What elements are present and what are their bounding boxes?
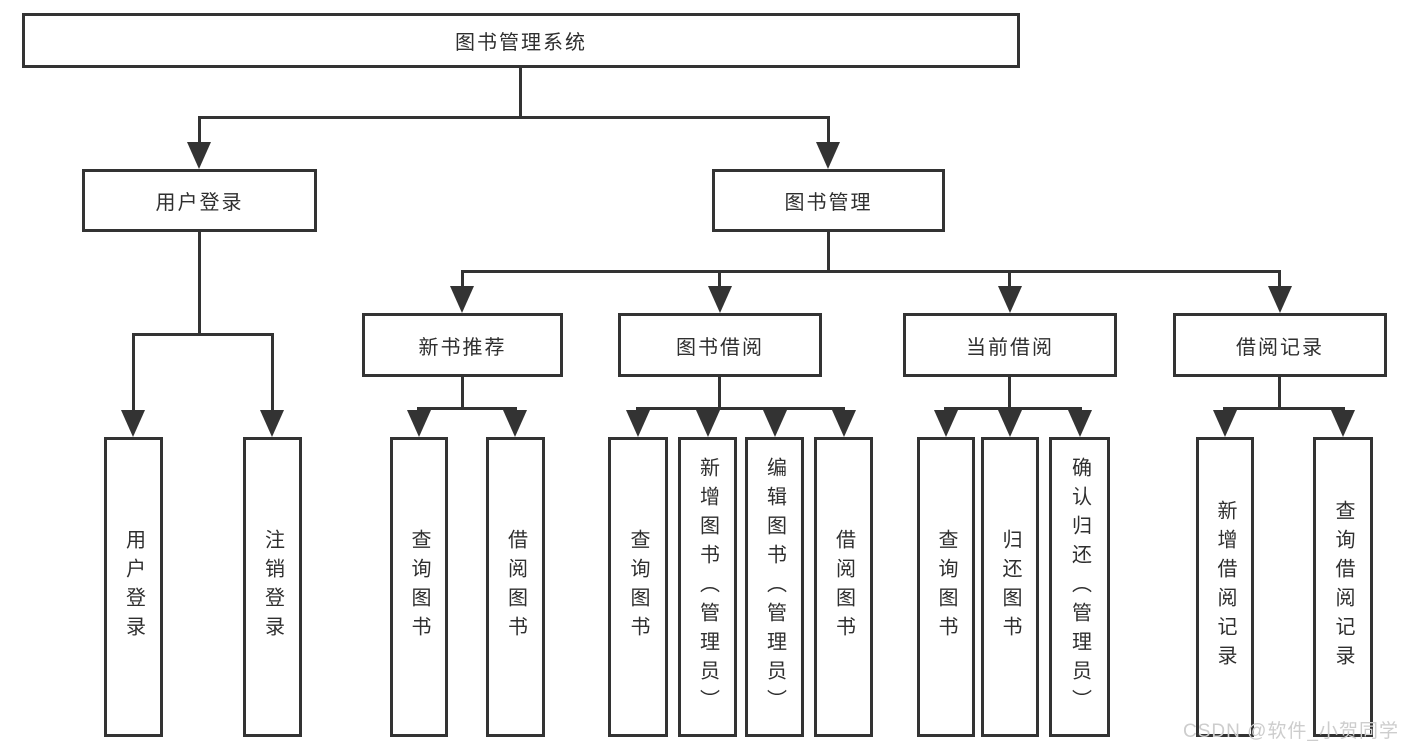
connector-arrow-down (260, 410, 284, 437)
connector-line (944, 407, 1082, 410)
leaf-current-confirm-return-admin-label: 确认归还（管理员） (1068, 456, 1091, 718)
leaf-recommend-query-books: 查询图书 (390, 437, 448, 737)
connector-line (198, 116, 201, 146)
leaf-borrowing-borrow-books: 借阅图书 (814, 437, 873, 737)
connector-line (718, 270, 721, 290)
leaf-user-login: 用户登录 (104, 437, 163, 737)
leaf-current-return-books-label: 归还图书 (999, 529, 1021, 645)
connector-arrow-down (696, 410, 720, 437)
connector-line (1008, 270, 1011, 290)
leaf-borrowing-query-books: 查询图书 (608, 437, 668, 737)
leaf-borrowing-edit-book-admin-label: 编辑图书（管理员） (763, 456, 786, 718)
connector-line (461, 377, 464, 410)
connector-line (417, 407, 517, 410)
leaf-borrowing-borrow-books-label: 借阅图书 (832, 529, 855, 645)
connector-arrow-down (934, 410, 958, 437)
connector-arrow-down (121, 410, 145, 437)
leaf-records-query-record: 查询借阅记录 (1313, 437, 1373, 737)
connector-line (198, 116, 830, 119)
connector-arrow-down (708, 286, 732, 313)
node-library-system-label: 图书管理系统 (455, 32, 587, 54)
leaf-current-return-books: 归还图书 (981, 437, 1039, 737)
leaf-current-confirm-return-admin: 确认归还（管理员） (1049, 437, 1110, 737)
connector-line (271, 333, 274, 413)
connector-line (1278, 377, 1281, 410)
connector-arrow-down (998, 410, 1022, 437)
node-book-borrowing-label: 图书借阅 (676, 336, 764, 359)
connector-line (1278, 270, 1281, 290)
node-borrowing-records-label: 借阅记录 (1236, 336, 1324, 359)
node-book-borrowing: 图书借阅 (618, 313, 822, 377)
leaf-recommend-borrow-books-label: 借阅图书 (504, 529, 527, 645)
node-book-management: 图书管理 (712, 169, 945, 232)
connector-line (519, 68, 522, 119)
connector-line (718, 377, 721, 410)
connector-arrow-down (1268, 286, 1292, 313)
connector-arrow-down (1331, 410, 1355, 437)
connector-arrow-down (626, 410, 650, 437)
connector-line (198, 232, 201, 336)
connector-arrow-down (832, 410, 856, 437)
connector-arrow-down (187, 142, 211, 169)
connector-arrow-down (450, 286, 474, 313)
node-borrowing-records: 借阅记录 (1173, 313, 1387, 377)
leaf-borrowing-query-books-label: 查询图书 (627, 529, 649, 645)
connector-line (461, 270, 1281, 273)
connector-line (636, 407, 845, 410)
node-user-login-label: 用户登录 (155, 192, 244, 214)
connector-line (132, 333, 135, 413)
connector-line (1008, 377, 1011, 410)
node-new-book-recommend-label: 新书推荐 (418, 336, 507, 359)
connector-arrow-down (763, 410, 787, 437)
connector-arrow-down (998, 286, 1022, 313)
leaf-recommend-borrow-books: 借阅图书 (486, 437, 545, 737)
node-book-management-label: 图书管理 (784, 192, 873, 214)
node-new-book-recommend: 新书推荐 (362, 313, 563, 377)
leaf-borrowing-add-book-admin-label: 新增图书（管理员） (696, 456, 719, 718)
connector-arrow-down (503, 410, 527, 437)
connector-arrow-down (407, 410, 431, 437)
connector-arrow-down (1213, 410, 1237, 437)
leaf-records-add-record-label: 新增借阅记录 (1214, 500, 1236, 674)
connector-line (827, 116, 830, 146)
connector-line (827, 232, 830, 273)
connector-line (132, 333, 274, 336)
leaf-borrowing-edit-book-admin: 编辑图书（管理员） (745, 437, 804, 737)
leaf-current-query-books-label: 查询图书 (935, 529, 957, 645)
csdn-watermark: CSDN @软件_小贺同学 (1183, 721, 1399, 742)
leaf-user-login-label: 用户登录 (122, 529, 145, 645)
leaf-records-add-record: 新增借阅记录 (1196, 437, 1254, 737)
node-current-borrowing-label: 当前借阅 (966, 336, 1054, 359)
connector-line (1223, 407, 1345, 410)
leaf-logout: 注销登录 (243, 437, 302, 737)
leaf-records-query-record-label: 查询借阅记录 (1332, 500, 1354, 674)
node-user-login: 用户登录 (82, 169, 317, 232)
connector-line (461, 270, 464, 290)
leaf-logout-label: 注销登录 (261, 529, 284, 645)
connector-arrow-down (1068, 410, 1092, 437)
leaf-borrowing-add-book-admin: 新增图书（管理员） (678, 437, 737, 737)
leaf-current-query-books: 查询图书 (917, 437, 975, 737)
node-current-borrowing: 当前借阅 (903, 313, 1117, 377)
node-library-system: 图书管理系统 (22, 13, 1020, 68)
leaf-recommend-query-books-label: 查询图书 (408, 529, 430, 645)
connector-arrow-down (816, 142, 840, 169)
